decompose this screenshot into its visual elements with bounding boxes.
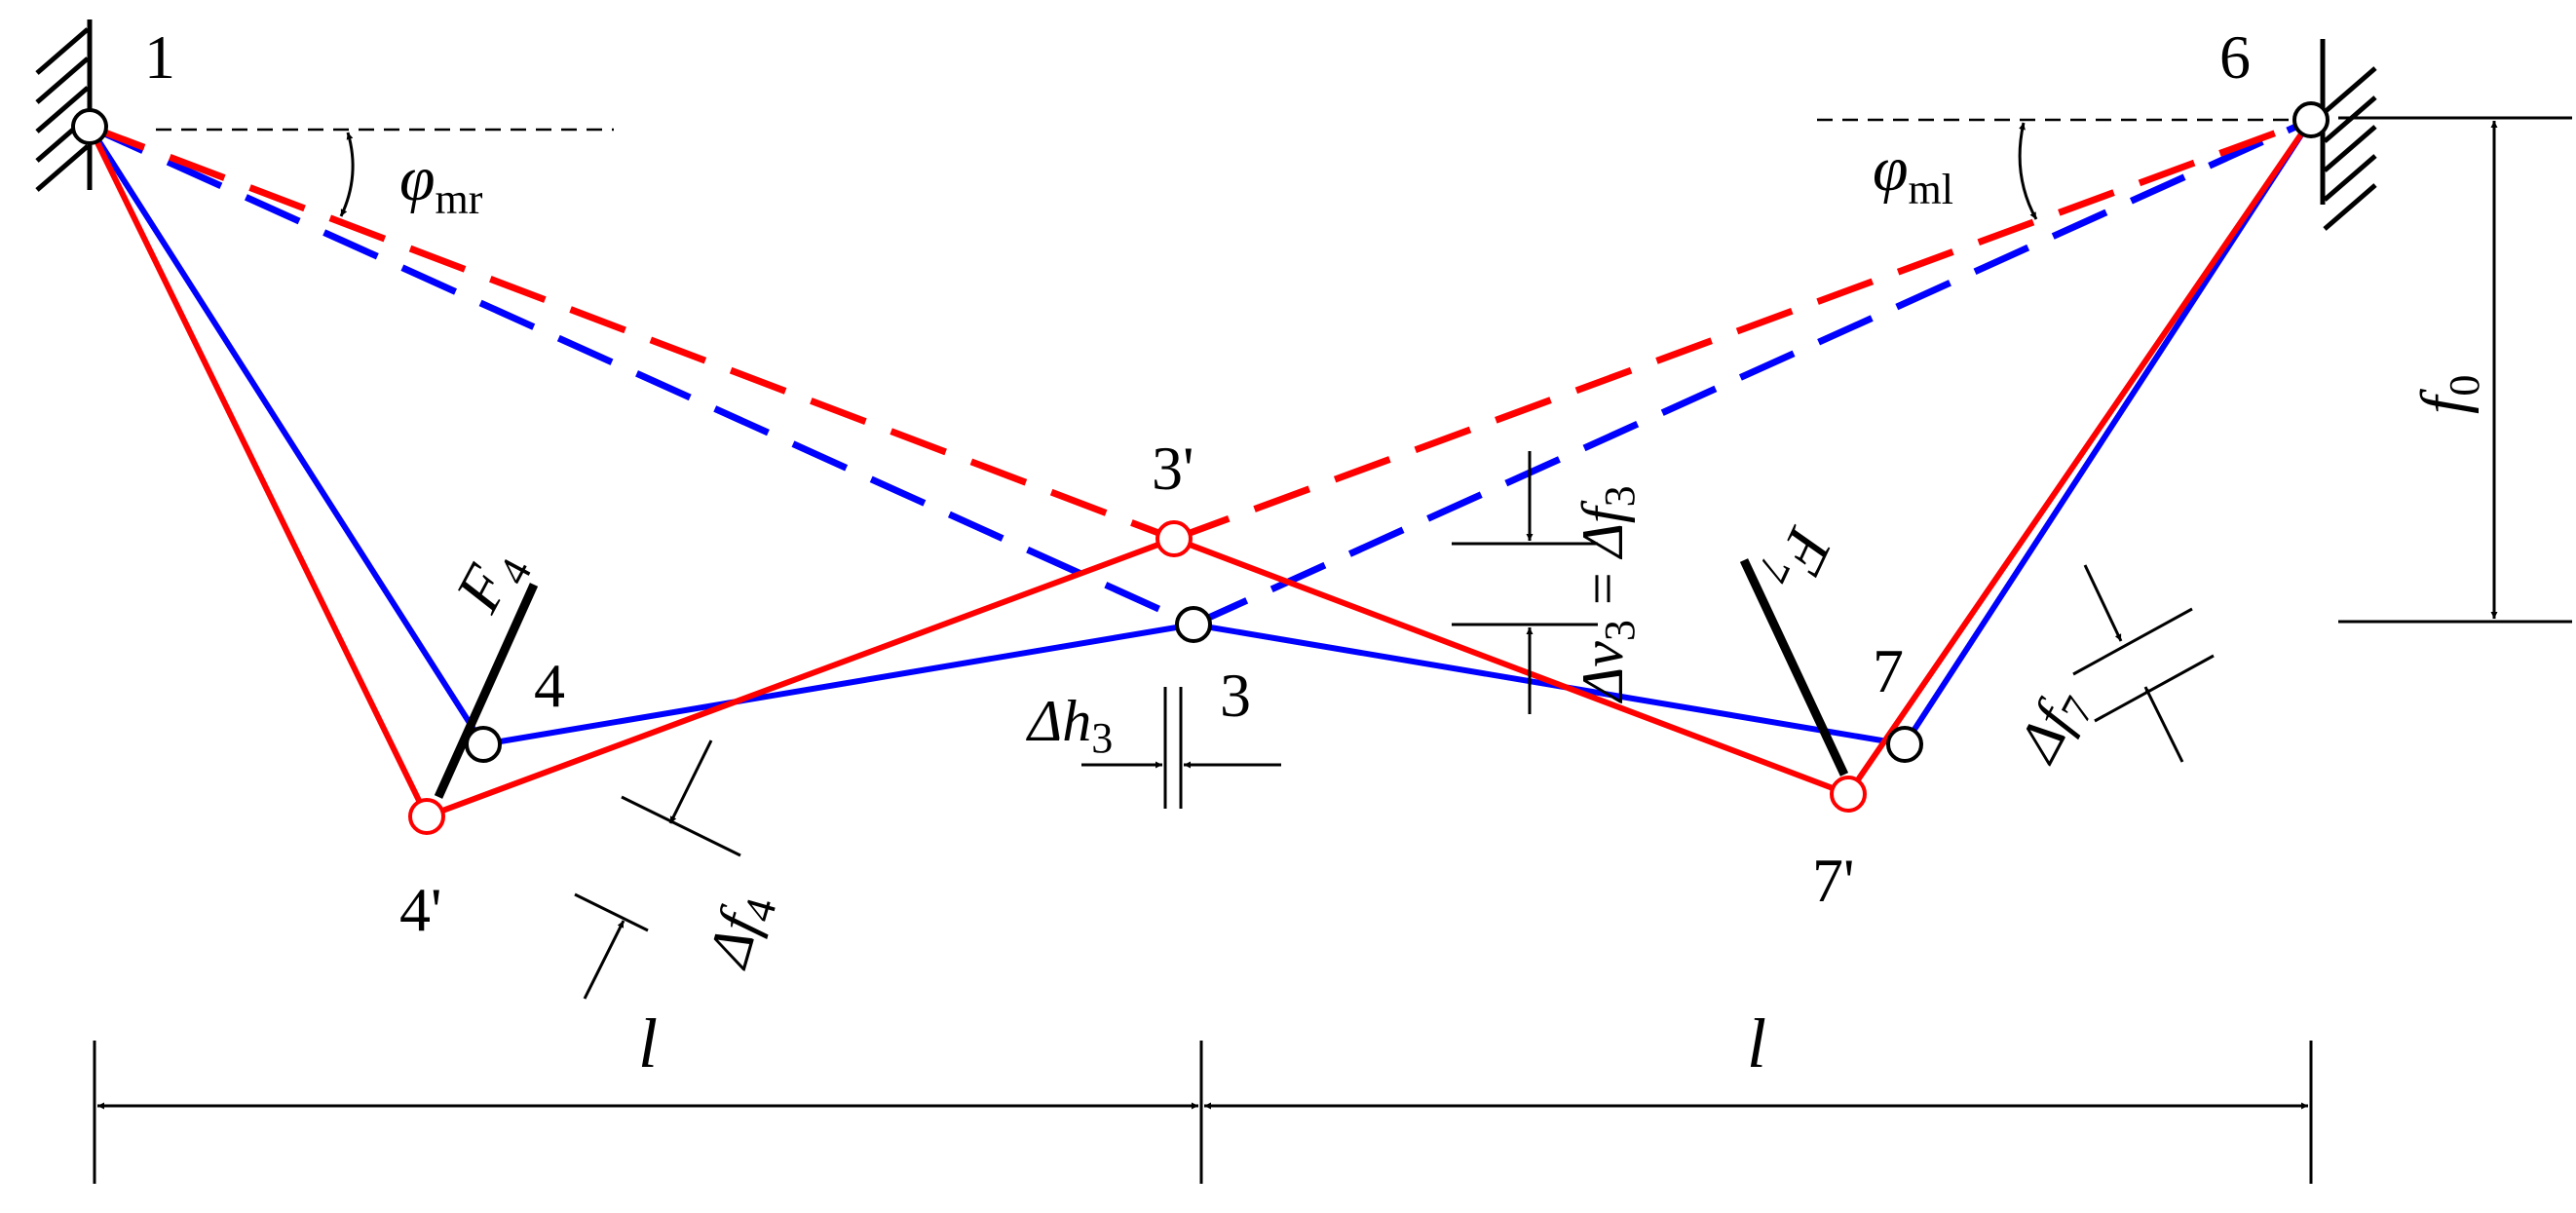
force-F4-label: F4 bbox=[441, 536, 541, 627]
dv3-symbol: Δv bbox=[1571, 641, 1635, 703]
phi-mr-subscript: mr bbox=[436, 175, 483, 223]
f0-subscript: 0 bbox=[2441, 375, 2488, 397]
f0-label: f0 bbox=[2408, 375, 2488, 414]
nodes bbox=[71, 101, 2330, 835]
sag-f0-dimension bbox=[2338, 116, 2572, 624]
dh3-symbol: Δh bbox=[1026, 689, 1091, 753]
span-dimensions bbox=[93, 1041, 2313, 1184]
node-1 bbox=[71, 108, 108, 145]
node-4 bbox=[465, 726, 502, 763]
node-3-prime-label: 3' bbox=[1152, 434, 1194, 503]
node-7-prime-label: 7' bbox=[1812, 846, 1855, 915]
node-3 bbox=[1175, 606, 1212, 643]
df3-subscript: 3 bbox=[1596, 485, 1644, 507]
force-F7-arrow bbox=[1739, 558, 1849, 777]
left-support bbox=[35, 19, 93, 192]
angle-arcs bbox=[339, 122, 2038, 220]
dv3-subscript: 3 bbox=[1596, 620, 1644, 641]
deformed-cable bbox=[87, 118, 2314, 820]
node-3-prime bbox=[1155, 520, 1193, 557]
node-7-label: 7 bbox=[1873, 636, 1904, 705]
node-1-label: 1 bbox=[144, 22, 175, 92]
node-6 bbox=[2292, 101, 2330, 138]
phi-ml-arc bbox=[2018, 122, 2038, 220]
phi-mr-symbol: φ bbox=[399, 143, 436, 214]
node-6-label: 6 bbox=[2219, 22, 2251, 92]
phi-mr-label: φmr bbox=[399, 143, 483, 223]
dv3-dimension bbox=[1452, 451, 1598, 714]
df7-label: Δf7 bbox=[2004, 677, 2103, 777]
phi-ml-label: φml bbox=[1873, 133, 1953, 213]
span-right-label: l bbox=[1747, 1005, 1766, 1082]
node-4-label: 4 bbox=[534, 651, 565, 720]
reference-lines bbox=[156, 118, 2290, 132]
dh3-dimension bbox=[1081, 687, 1281, 809]
df4-label: Δf4 bbox=[696, 886, 786, 977]
initial-chords bbox=[88, 116, 2313, 628]
dh3-subscript: 3 bbox=[1091, 714, 1113, 762]
phi-ml-subscript: ml bbox=[1909, 166, 1953, 213]
deformed-chords bbox=[88, 116, 2313, 543]
phi-ml-symbol: φ bbox=[1873, 133, 1909, 205]
node-3-label: 3 bbox=[1220, 661, 1251, 730]
node-7 bbox=[1886, 726, 1923, 763]
force-F4-arrow bbox=[434, 583, 539, 799]
df3-symbol: Δf bbox=[1571, 500, 1635, 559]
dh3-label: Δh3 bbox=[1026, 689, 1113, 762]
dv3-equals-df3-label: Δv3 = Δf3 bbox=[1571, 485, 1644, 703]
df4-dimension bbox=[574, 739, 741, 1000]
node-7-prime bbox=[1830, 776, 1867, 813]
span-left-label: l bbox=[638, 1005, 658, 1082]
equals-sign: = bbox=[1571, 557, 1635, 620]
node-4-prime bbox=[408, 798, 445, 835]
node-4-prime-label: 4' bbox=[399, 875, 442, 944]
phi-mr-arc bbox=[339, 132, 355, 217]
right-support bbox=[2320, 39, 2377, 231]
df7-dimension bbox=[2072, 564, 2215, 763]
